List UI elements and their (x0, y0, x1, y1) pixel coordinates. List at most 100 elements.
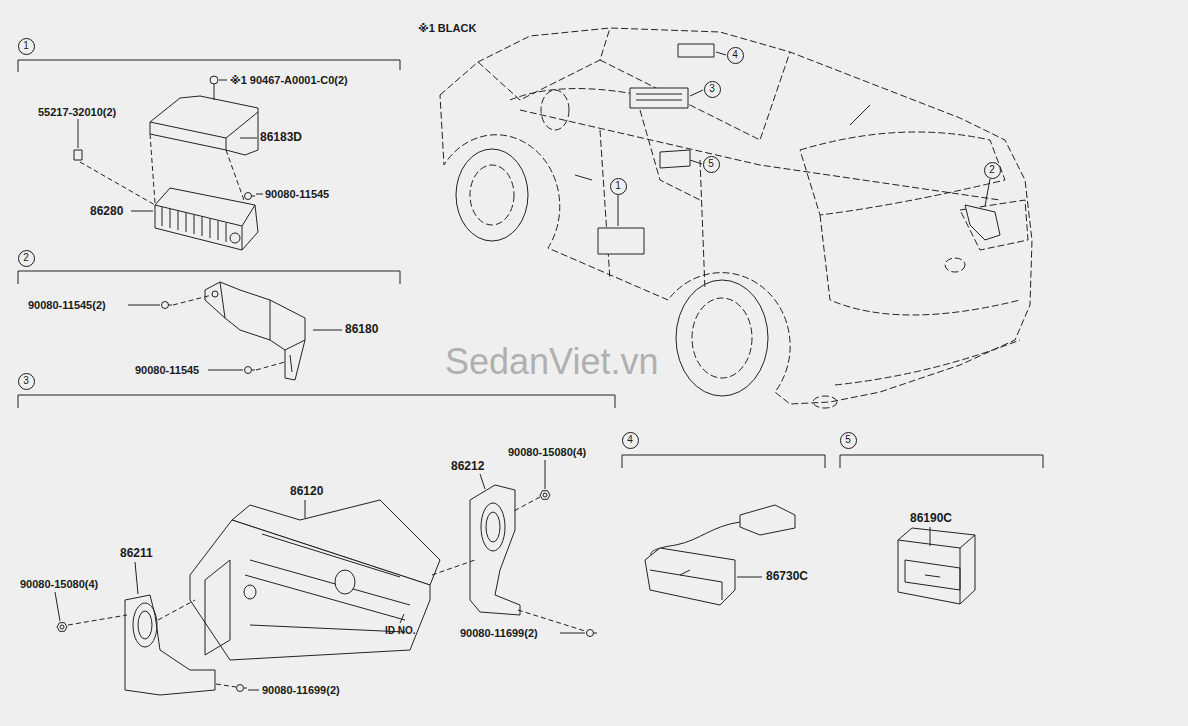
steering-wheel (541, 90, 569, 130)
callout-number: 1 (610, 178, 627, 195)
jack-housing (645, 548, 735, 605)
bolt (252, 370, 256, 371)
door-line (700, 160, 705, 290)
part-number: 86120 (290, 485, 323, 498)
antenna (850, 105, 870, 125)
part-number: 90080-11545 (135, 364, 199, 376)
amplifier-location (598, 228, 644, 254)
callout-text: 4 (627, 435, 633, 445)
leader-line (240, 138, 257, 139)
bracket-hole (212, 291, 218, 297)
part-number: 90080-11699(2) (460, 627, 538, 639)
part-number: 90080-15080(4) (508, 446, 586, 458)
car-body (440, 28, 1032, 404)
part-number: 86212 (451, 460, 484, 473)
head-unit-location-detail (636, 94, 682, 100)
cover-side (226, 112, 258, 155)
callout-text: 1 (615, 181, 621, 191)
leader-line (131, 211, 153, 212)
callout-text: 3 (709, 84, 715, 94)
bolt (162, 302, 169, 309)
callout-number: 3 (704, 81, 721, 98)
head-unit-location (630, 88, 688, 108)
heat-sink-fin (178, 211, 179, 230)
nut (543, 493, 547, 497)
nut (540, 491, 550, 500)
callout-number: 5 (840, 432, 857, 449)
bracket (205, 282, 305, 380)
leader-line (690, 90, 703, 96)
callout-text: 5 (708, 159, 714, 169)
callout-text: 5 (845, 435, 851, 445)
part-number: 86211 (120, 547, 153, 560)
leader-line (618, 195, 619, 226)
hidden-line (256, 362, 285, 370)
leader-line (219, 80, 227, 81)
section-bracket (840, 455, 1043, 468)
leader-line (480, 474, 485, 489)
cable-plug (740, 505, 795, 535)
heat-sink-fin (186, 213, 187, 232)
leader-line (313, 330, 342, 331)
hidden-line (216, 684, 236, 687)
screw-shaft (214, 84, 215, 100)
heat-sink-fin (202, 217, 203, 236)
leader-line (135, 562, 138, 594)
callout-number: 4 (622, 432, 639, 449)
bolt (252, 196, 256, 197)
callout-number: 2 (984, 162, 1001, 179)
hidden-line (173, 295, 212, 305)
switch-face (905, 560, 960, 590)
switch-location (660, 150, 690, 168)
leader-line (256, 194, 263, 195)
leader-line (930, 527, 931, 546)
part-number: 86180 (345, 323, 378, 336)
amplifier-edge (155, 205, 255, 250)
part-number: 86183D (260, 131, 302, 144)
rear-window (800, 132, 1005, 215)
bolt (594, 633, 598, 634)
speaker-bracket (125, 595, 215, 695)
section-bracket (622, 455, 825, 468)
speaker-cone (486, 512, 500, 542)
part-number: 86280 (90, 205, 123, 218)
tune-knob (244, 585, 256, 599)
part-number: 90080-11545(2) (28, 299, 106, 311)
bolt (244, 688, 248, 689)
callout-number: 2 (18, 250, 35, 267)
callout-number: 3 (18, 373, 35, 390)
heat-sink-fin (210, 219, 211, 238)
heat-sink-fin (170, 209, 171, 228)
callout-number: 4 (727, 47, 744, 64)
hidden-line (226, 150, 245, 203)
callout-text: 2 (23, 253, 29, 263)
hidden-line (150, 134, 155, 203)
part-number: 86190C (910, 512, 952, 525)
bolt (245, 193, 252, 200)
heat-sink-fin (226, 223, 227, 242)
leader-line (400, 614, 404, 623)
leader-line (248, 690, 259, 691)
nut (57, 623, 67, 632)
speaker (133, 603, 157, 647)
cover-top (150, 96, 258, 138)
leader-line (985, 179, 990, 206)
rear-wheel (676, 280, 768, 396)
speaker-bracket (470, 485, 520, 615)
leader-line (305, 500, 306, 518)
bracket-location (965, 205, 1000, 240)
part-number: 90080-11545 (265, 188, 329, 200)
front-rim (470, 165, 514, 225)
button-row (245, 560, 410, 620)
speaker (481, 503, 505, 551)
nut (60, 625, 64, 629)
dashboard (510, 89, 640, 100)
callout-number: 5 (703, 156, 720, 173)
exhaust (813, 396, 837, 408)
front-wheel (456, 149, 528, 241)
part-number: ID NO. (385, 625, 416, 636)
hidden-line (158, 600, 195, 620)
part-number: ※1 90467-A0001-C0(2) (230, 74, 348, 86)
rear-rim (692, 298, 752, 378)
